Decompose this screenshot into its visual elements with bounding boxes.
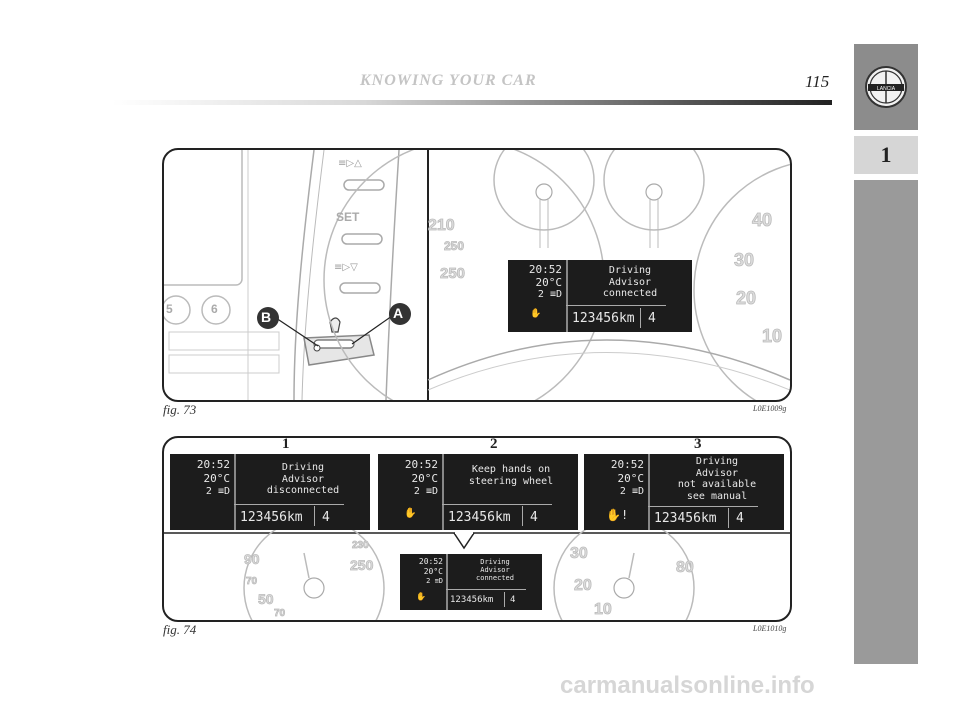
s2-msg-0: Keep hands on (471, 464, 551, 475)
chapter-number: 1 (854, 136, 918, 174)
s3-msg-1: Advisor (695, 467, 739, 479)
fig74-illustration: 90 70 50 70 230 250 30 20 10 80 (164, 517, 790, 620)
callout-b-badge (257, 307, 279, 329)
b-gear: 2 ≡D (426, 577, 443, 585)
f74-gauge-right-1: 20 (574, 577, 592, 594)
running-header-title: KNOWING YOUR CAR (360, 72, 537, 89)
lcd-odometer: 123456km (572, 311, 635, 326)
lcd-msg-2: connected (602, 288, 658, 299)
s3-warning-hand-icon: ✋! (606, 508, 629, 522)
lcd-temp: 20°C (535, 276, 563, 289)
gauge-num-left-0: 210 (428, 217, 455, 234)
lancia-logo-icon: LANCIA (865, 66, 907, 108)
panel-num-6: 6 (211, 302, 218, 316)
f74-gauge-right-0: 30 (570, 545, 588, 562)
s3-msg-0: Driving (695, 456, 739, 467)
fig74-caption: fig. 74 (163, 622, 197, 637)
fig73-caption: fig. 73 (163, 402, 197, 417)
gauge-num-right-0: 40 (752, 210, 772, 230)
fig73-lcd-display: 20:52 20°C 2 ≡D Driving Advisor connecte… (508, 260, 692, 332)
stalk-top-symbol: ≡▷△ (338, 158, 362, 169)
chapter-tab: LANCIA 1 (854, 44, 918, 664)
b-odometer: 123456km (450, 595, 494, 605)
f74-gauge-right-2: 10 (594, 601, 612, 618)
stalk-set-label: SET (336, 210, 360, 224)
screen-1-number: 1 (282, 436, 290, 452)
b-msg-2: connected (476, 574, 514, 583)
s2-temp: 20°C (411, 472, 439, 485)
f74-gauge-right-3: 80 (676, 559, 694, 576)
f74-gauge-left-3: 70 (274, 608, 286, 619)
screen-2-number: 2 (490, 436, 498, 452)
s2-time: 20:52 (404, 458, 438, 471)
s1-msg-2: disconnected (266, 485, 340, 496)
screen-2-lcd: 20:52 20°C 2 ≡D Keep hands on steering w… (378, 454, 578, 530)
b-msg-0: Driving (480, 558, 510, 566)
fig73-code: L0E1009g (753, 404, 787, 413)
s3-msg-3: see manual (686, 490, 748, 502)
s2-gear: 2 ≡D (413, 486, 438, 497)
s1-odometer: 123456km (240, 510, 303, 525)
callout-b: B (261, 309, 272, 325)
gauge-num-right-3: 10 (762, 326, 782, 346)
f74-gauge-left-1: 70 (246, 576, 258, 587)
s3-trip: 4 (736, 511, 744, 526)
f74-gauge-left-5: 250 (350, 557, 374, 573)
b-temp: 20°C (423, 567, 443, 576)
s3-time: 20:52 (610, 458, 644, 471)
b-msg-1: Advisor (480, 566, 510, 575)
lcd-gear: 2 ≡D (537, 289, 562, 300)
fig73-illustration: 210 250 250 40 30 20 10 (164, 150, 790, 400)
logo-box: LANCIA (854, 44, 918, 130)
screen-1-lcd: 20:52 20°C 2 ≡D Driving Advisor disconne… (170, 454, 370, 530)
b-time: 20:52 (418, 557, 443, 566)
b-hand-icon: ✋ (416, 592, 426, 601)
figure-73: 210 250 250 40 30 20 10 ≡▷△ SET ≡▷▽ 5 6 … (162, 148, 792, 402)
s3-msg-2: not available (677, 479, 757, 490)
figure-74: 90 70 50 70 230 250 30 20 10 80 20:52 20… (162, 436, 792, 622)
logo-text: LANCIA (877, 86, 896, 92)
screen-3-number: 3 (694, 436, 702, 452)
stalk-mid-symbol: ≡▷▽ (334, 262, 358, 273)
bottom-lcd: 20:52 20°C 2 ≡D Driving Advisor connecte… (400, 554, 542, 610)
callout-a-badge (389, 303, 411, 325)
s2-trip: 4 (530, 510, 538, 525)
gauge-num-right-2: 20 (736, 288, 756, 308)
s1-trip: 4 (322, 510, 330, 525)
s2-hand-icon: ✋ (404, 508, 417, 519)
s2-odometer: 123456km (448, 510, 511, 525)
header-rule (112, 100, 832, 105)
b-trip: 4 (510, 595, 516, 605)
panel-num-5: 5 (166, 302, 173, 316)
callout-a: A (393, 305, 404, 321)
watermark: carmanualsonline.info (560, 672, 815, 699)
screen-3-lcd: 20:52 20°C 2 ≡D Driving Advisor not avai… (584, 454, 784, 530)
page-number: 115 (805, 72, 830, 91)
gauge-num-left-1: 250 (444, 239, 464, 253)
s3-gear: 2 ≡D (619, 486, 644, 497)
s3-temp: 20°C (617, 472, 645, 485)
gauge-num-left-2: 250 (440, 265, 465, 282)
f74-gauge-left-0: 90 (244, 551, 260, 567)
s3-odometer: 123456km (654, 511, 717, 526)
s1-time: 20:52 (196, 458, 230, 471)
s2-msg-1: steering wheel (468, 475, 554, 487)
s1-temp: 20°C (203, 472, 231, 485)
lcd-trip: 4 (648, 311, 656, 326)
lcd-time: 20:52 (528, 263, 562, 276)
fig74-code: L0E1010g (753, 624, 787, 633)
driving-advisor-icon: ✋ (530, 309, 542, 319)
s1-msg-1: Advisor (281, 473, 325, 485)
lcd-msg-1: Advisor (608, 276, 652, 288)
f74-gauge-left-4: 230 (352, 540, 369, 551)
f74-gauge-left-2: 50 (258, 591, 274, 607)
s1-msg-0: Driving (281, 462, 325, 473)
gauge-num-right-1: 30 (734, 250, 754, 270)
s1-gear: 2 ≡D (205, 486, 230, 497)
lcd-msg-0: Driving (608, 265, 652, 276)
